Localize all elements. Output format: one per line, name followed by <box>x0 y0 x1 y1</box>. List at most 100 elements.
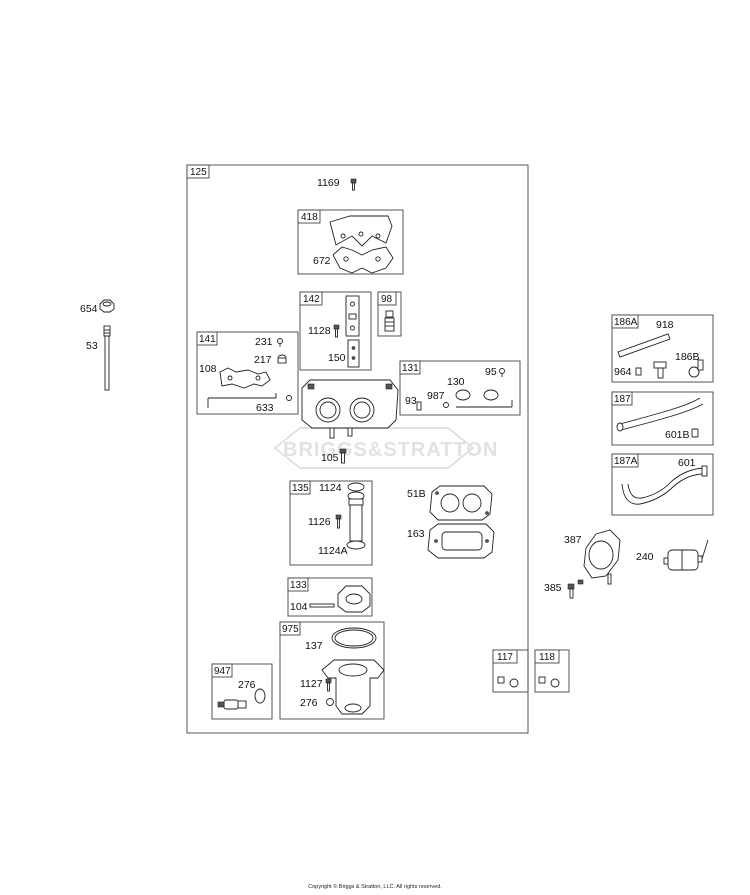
part-label-385[interactable]: 385 <box>544 582 562 594</box>
solenoid-part-947[interactable] <box>217 699 247 710</box>
part-label-104[interactable]: 104 <box>290 601 308 613</box>
group-141-tag <box>196 331 218 346</box>
float-bowl-part-1124[interactable] <box>346 482 366 550</box>
part-label-276-b[interactable]: 276 <box>238 679 256 691</box>
part-label-918[interactable]: 918 <box>656 319 674 331</box>
gasket-part-418[interactable] <box>329 215 393 247</box>
throttle-lever-part-108[interactable] <box>219 367 271 389</box>
part-label-1126[interactable]: 1126 <box>308 516 331 528</box>
fuel-pump-part-387[interactable] <box>583 529 621 585</box>
part-label-601[interactable]: 601 <box>678 457 696 469</box>
hose-part-187A[interactable] <box>621 465 708 505</box>
part-label-137[interactable]: 137 <box>305 640 323 652</box>
part-label-633[interactable]: 633 <box>256 402 274 414</box>
group-117-tag <box>492 649 518 664</box>
hose-part-918[interactable] <box>617 333 671 358</box>
pin-part-104[interactable] <box>309 603 335 608</box>
clamp-part-964[interactable] <box>635 367 642 376</box>
fitting-part-186B[interactable] <box>688 359 704 378</box>
seal-part-93[interactable] <box>416 401 422 411</box>
part-label-1169[interactable]: 1169 <box>317 177 340 189</box>
fuel-solenoid-bracket[interactable] <box>345 295 360 337</box>
part-label-130[interactable]: 130 <box>447 376 465 388</box>
part-label-276-a[interactable]: 276 <box>300 697 318 709</box>
group-label-975: 975 <box>282 624 299 635</box>
screw-part-95[interactable] <box>499 368 505 378</box>
plug-part-276-b[interactable] <box>254 688 266 704</box>
part-label-51B[interactable]: 51B <box>407 488 426 500</box>
throttle-rod-part-633[interactable] <box>207 393 292 408</box>
group-135-box <box>289 480 373 566</box>
group-142-tag <box>299 291 323 306</box>
drain-screw-part-117[interactable] <box>497 676 519 688</box>
part-label-231[interactable]: 231 <box>255 336 273 348</box>
group-133-tag <box>287 577 309 592</box>
screw-part-1127[interactable] <box>325 678 332 692</box>
part-label-150[interactable]: 150 <box>328 352 346 364</box>
group-186A-box <box>611 314 714 383</box>
group-142-box <box>299 291 372 371</box>
float-part-133[interactable] <box>337 585 371 613</box>
part-label-1127[interactable]: 1127 <box>300 678 323 690</box>
adapter-part-975[interactable] <box>321 659 385 715</box>
nut-part-654[interactable] <box>99 299 115 313</box>
part-label-95[interactable]: 95 <box>485 366 497 378</box>
part-label-93[interactable]: 93 <box>405 395 417 407</box>
group-125-tag <box>186 164 210 179</box>
part-label-987[interactable]: 987 <box>427 390 445 402</box>
group-133-box <box>287 577 373 617</box>
stud-part-53[interactable] <box>103 325 111 391</box>
fuel-filter-part-240[interactable] <box>663 539 709 571</box>
group-label-131: 131 <box>402 363 419 374</box>
group-label-135: 135 <box>292 483 309 494</box>
washer-part-987[interactable] <box>443 402 449 408</box>
group-131-tag <box>399 360 421 375</box>
oring-part-137[interactable] <box>331 627 377 649</box>
group-947-box <box>211 663 273 720</box>
part-label-163[interactable]: 163 <box>407 528 425 540</box>
group-label-186A: 186A <box>614 317 638 328</box>
bushing-part-217[interactable] <box>277 354 287 364</box>
part-label-108[interactable]: 108 <box>199 363 217 375</box>
screw-part-1126[interactable] <box>335 514 342 529</box>
group-135-tag <box>289 480 311 495</box>
spring-part-98[interactable] <box>384 310 395 332</box>
group-187-box <box>611 391 714 446</box>
group-label-117: 117 <box>497 652 513 663</box>
watermark-text: BRIGGS&STRATTON <box>283 439 498 461</box>
part-label-240[interactable]: 240 <box>636 551 654 563</box>
part-label-387[interactable]: 387 <box>564 534 582 546</box>
part-label-1124A[interactable]: 1124A <box>318 545 348 557</box>
part-label-186B[interactable]: 186B <box>675 351 700 363</box>
fitting-part-186A[interactable] <box>653 361 667 379</box>
hose-part-187[interactable] <box>616 397 704 432</box>
screw-part-1169[interactable] <box>350 178 357 191</box>
group-98-tag <box>377 291 397 306</box>
clamp-part-601B[interactable] <box>691 428 699 438</box>
gasket-part-163[interactable] <box>427 523 495 559</box>
screw-part-105[interactable] <box>339 448 347 464</box>
screw-part-1128[interactable] <box>333 324 340 338</box>
part-label-654[interactable]: 654 <box>80 303 98 315</box>
carburetor-body[interactable] <box>301 379 399 439</box>
part-label-53[interactable]: 53 <box>86 340 98 352</box>
drain-screw-part-118[interactable] <box>538 676 560 688</box>
group-131-box <box>399 360 521 416</box>
clip-part-231[interactable] <box>277 338 283 348</box>
part-label-964[interactable]: 964 <box>614 366 632 378</box>
copyright-notice: Copyright © Briggs & Stratton, LLC. All … <box>308 884 442 890</box>
part-label-1128[interactable]: 1128 <box>308 325 331 337</box>
gasket-part-51B[interactable] <box>429 485 493 521</box>
part-label-672[interactable]: 672 <box>313 255 331 267</box>
screw-part-385[interactable] <box>567 579 584 599</box>
part-label-601B[interactable]: 601B <box>665 429 690 441</box>
plug-part-276-a[interactable] <box>326 698 334 706</box>
part-label-1124[interactable]: 1124 <box>319 482 342 494</box>
fuel-solenoid-part-150[interactable] <box>347 339 360 368</box>
group-186A-tag <box>611 314 639 329</box>
group-label-98: 98 <box>381 294 393 305</box>
part-label-217[interactable]: 217 <box>254 354 272 366</box>
choke-plates-part-130[interactable] <box>455 389 513 408</box>
gasket-part-672[interactable] <box>332 246 394 274</box>
part-label-105[interactable]: 105 <box>321 452 339 464</box>
